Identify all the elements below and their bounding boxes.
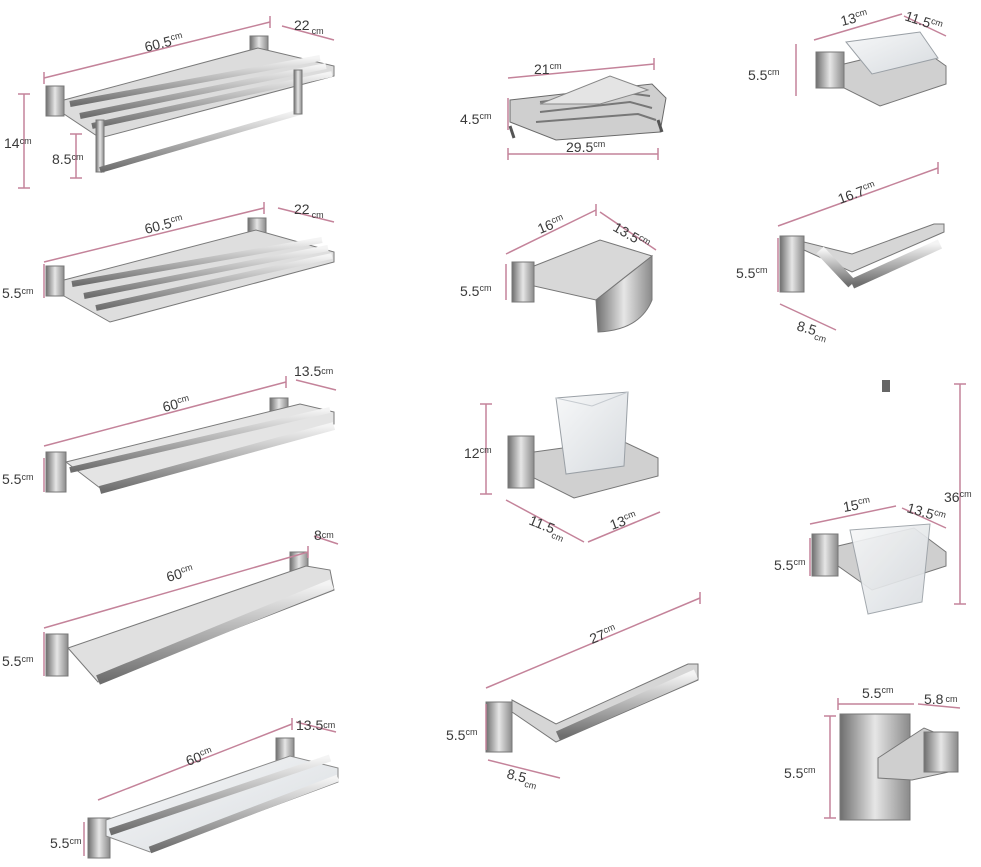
dim-label: 60.5cm [143, 30, 185, 55]
dim-label: 5.5cm [2, 471, 33, 487]
dim-label: 4.5cm [460, 111, 491, 127]
dim-label: 5.5cm [784, 765, 815, 781]
dim-label: 60cm [164, 562, 195, 585]
corner-basket [508, 75, 667, 141]
dim-label: 5.5cm [748, 67, 779, 83]
dim-label: 60.5cm [143, 212, 185, 237]
towel-shelf [45, 217, 335, 323]
dim-label: 5.5cm [446, 727, 477, 743]
paper-holder-cover [511, 239, 654, 333]
paper-holder [779, 223, 945, 293]
dim-label: 14cm [4, 135, 32, 151]
dim-label: 5.5cm [460, 283, 491, 299]
dim-label: 21cm [534, 61, 562, 77]
dim-label: 5.5cm [2, 285, 33, 301]
dim-label: 5.5cm [50, 835, 81, 851]
double-towel-shelf [45, 35, 335, 173]
dim-label: 29.5cm [566, 139, 605, 155]
dim-label: 8.5cm [505, 765, 540, 791]
dim-label: 12cm [464, 445, 492, 461]
dim-label: 5.5cm [774, 557, 805, 573]
dim-label: 11.5cm [903, 8, 944, 35]
dim-label: 8.5cm [794, 318, 829, 345]
towel-ring [485, 663, 699, 753]
dimension-lines [18, 13, 966, 856]
dim-label: 13cm [608, 508, 639, 532]
dim-label: 15cm [842, 494, 872, 515]
dim-label: 13.5cm [905, 500, 947, 526]
dim-label: 8.5cm [52, 151, 83, 167]
dim-label: 13.5cm [294, 363, 333, 379]
dim-label: 36cm [944, 489, 972, 505]
robe-hook [839, 713, 959, 821]
tumbler-holder [507, 391, 659, 499]
double-towel-bar [45, 397, 336, 494]
single-towel-bar [45, 551, 335, 685]
glass-shelf [87, 737, 340, 859]
dim-label: 13.5cm [296, 717, 335, 733]
dim-label: 27cm [587, 622, 619, 647]
soap-dish [815, 31, 947, 107]
dim-label: 13cm [839, 7, 870, 29]
dim-label: 5.5cm [2, 653, 33, 669]
dim-label: 60cm [161, 393, 192, 415]
dim-label: 5.5cm [862, 685, 893, 701]
dim-label: 11.5cm [526, 512, 569, 544]
dim-label: 16cm [535, 212, 567, 237]
dim-label: 5.5cm [736, 265, 767, 281]
dim-label: 8cm [314, 527, 334, 543]
toilet-brush [811, 380, 947, 615]
dim-label: 60cm [184, 744, 215, 768]
